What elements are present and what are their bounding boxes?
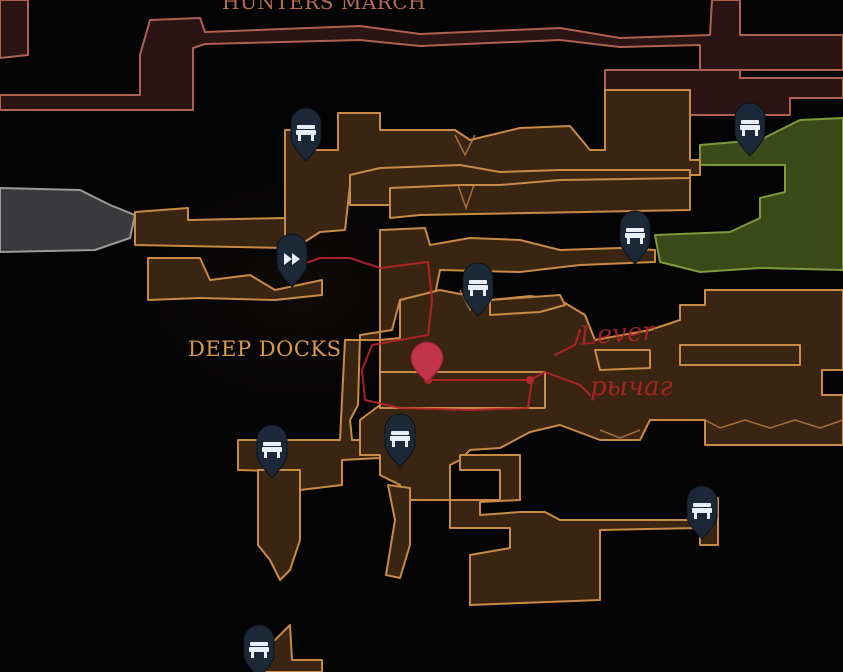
annotation-lever: Lever (578, 316, 658, 351)
fast-travel-marker[interactable] (276, 233, 308, 288)
region-green (654, 117, 843, 273)
map-detail-lines (454, 134, 843, 439)
location-pin-marker[interactable] (410, 341, 444, 383)
route-annotation (291, 257, 591, 411)
region-grey (0, 187, 136, 253)
route-dot (526, 376, 534, 384)
bench-icon (243, 624, 275, 672)
region-deep-docks (134, 89, 843, 672)
bench-marker[interactable] (243, 624, 275, 672)
annotation-lever-ru: рычаг (590, 372, 673, 402)
location-pin-icon (410, 341, 444, 383)
